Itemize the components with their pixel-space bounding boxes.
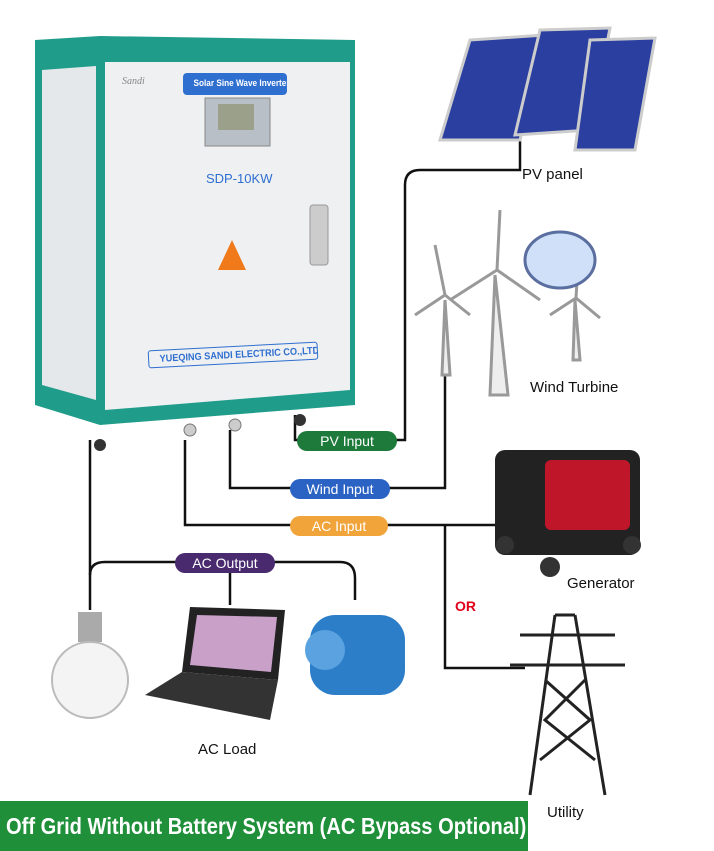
- wind-turbine-label: Wind Turbine: [530, 379, 619, 396]
- utility-tower-illustration: [510, 613, 625, 796]
- pv-panel-illustration: [437, 26, 657, 152]
- ac-load-label: AC Load: [198, 741, 257, 758]
- ac-output-label: AC Output: [175, 553, 275, 573]
- wind-input-label: Wind Input: [290, 479, 390, 499]
- inverter-title-plate: Solar Sine Wave Inverter: [183, 73, 287, 95]
- wind-turbine-illustration: [414, 209, 601, 397]
- generator-label: Generator: [567, 575, 635, 592]
- inverter-model: SDP-10KW: [206, 171, 273, 186]
- inverter-illustration: [35, 36, 355, 451]
- wires: [88, 140, 525, 670]
- motor-illustration: [305, 615, 405, 695]
- ac-output-wire: [88, 560, 357, 600]
- light-bulb-illustration: [51, 612, 129, 719]
- system-title-banner: Off Grid Without Battery System (AC Bypa…: [0, 801, 528, 851]
- laptop-illustration: [145, 607, 285, 720]
- inverter-brand: Sandi: [122, 76, 145, 87]
- pv-wire: [293, 140, 522, 442]
- inverter-title: Solar Sine Wave Inverter: [193, 78, 287, 89]
- generator-illustration: [495, 450, 641, 577]
- utility-label: Utility: [547, 804, 584, 821]
- ac-input-wire: [183, 440, 500, 527]
- or-label: OR: [455, 598, 476, 614]
- utility-wire: [443, 525, 525, 670]
- system-title: Off Grid Without Battery System (AC Bypa…: [6, 813, 527, 839]
- pv-input-label: PV Input: [297, 431, 397, 451]
- ac-input-label: AC Input: [290, 516, 388, 536]
- pv-panel-label: PV panel: [522, 166, 583, 183]
